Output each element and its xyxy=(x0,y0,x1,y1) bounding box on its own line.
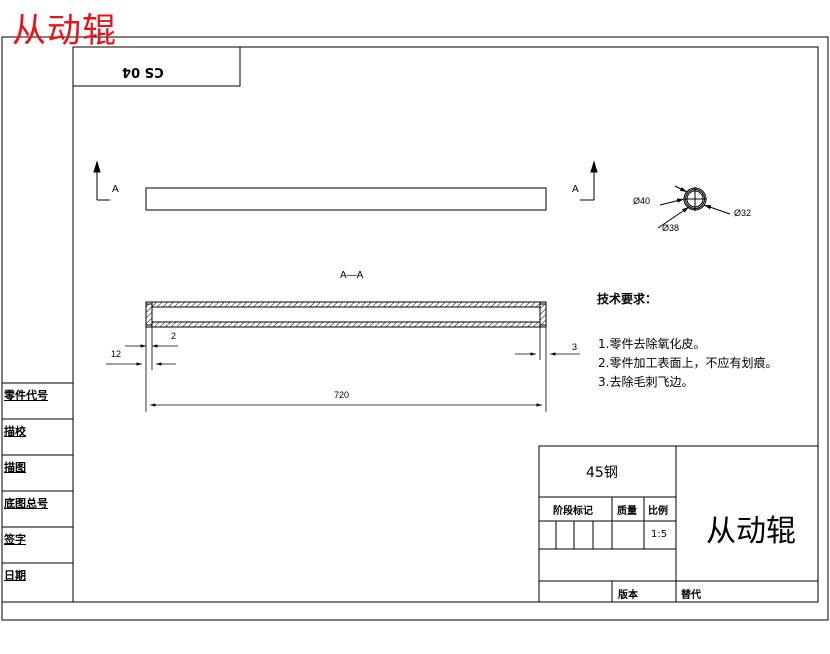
section-arrow-right xyxy=(580,160,598,201)
part-name: 从动辊 xyxy=(706,514,796,549)
dim-end12: 12 xyxy=(111,349,122,359)
dim-length: 720 xyxy=(334,390,350,400)
section-arrow-left xyxy=(93,160,110,201)
section-mark-left: A xyxy=(112,184,119,195)
material: 45钢 xyxy=(586,465,618,481)
tech-item-2: 2.零件加工表面上，不应有划痕。 xyxy=(598,356,778,370)
weight-label: 质量 xyxy=(617,506,637,517)
scale-label: 比例 xyxy=(648,506,668,517)
tech-item-1: 1.零件去除氧化皮。 xyxy=(598,337,706,351)
roller-main-view xyxy=(145,187,547,211)
version-label: 版本 xyxy=(618,590,638,601)
drawing-code: CS 04 xyxy=(122,64,164,79)
dim-inner2: Ø32 xyxy=(734,208,752,218)
side-label-base-number: 底图总号 xyxy=(4,497,48,510)
stage-label: 阶段标记 xyxy=(553,506,593,517)
side-label-date: 日期 xyxy=(4,569,26,582)
section-label: A—A xyxy=(340,270,364,281)
inner-frame xyxy=(72,46,819,603)
tech-item-3: 3.去除毛刺飞边。 xyxy=(598,375,694,389)
dim-thick: 2 xyxy=(171,331,177,341)
side-table xyxy=(2,382,73,564)
side-label-trace-check: 描校 xyxy=(4,425,26,438)
dim-inner1: Ø38 xyxy=(662,223,680,233)
roller-section-view xyxy=(145,301,547,328)
dimension-lines xyxy=(106,327,580,412)
code-box xyxy=(72,46,241,87)
dim-end3: 3 xyxy=(572,342,578,352)
dim-outer: Ø40 xyxy=(633,196,651,206)
outer-border xyxy=(1,36,829,621)
side-label-signature: 签字 xyxy=(4,533,26,546)
title-block xyxy=(538,445,819,603)
section-mark-right: A xyxy=(572,184,579,195)
side-label-part-code: 零件代号 xyxy=(4,389,48,402)
title-red: 从动辊 xyxy=(12,11,117,51)
scale-value: 1:5 xyxy=(651,529,668,540)
replace-label: 替代 xyxy=(681,590,701,601)
end-view xyxy=(657,185,731,229)
tech-heading: 技术要求： xyxy=(597,292,658,306)
side-label-trace: 描图 xyxy=(4,461,26,474)
